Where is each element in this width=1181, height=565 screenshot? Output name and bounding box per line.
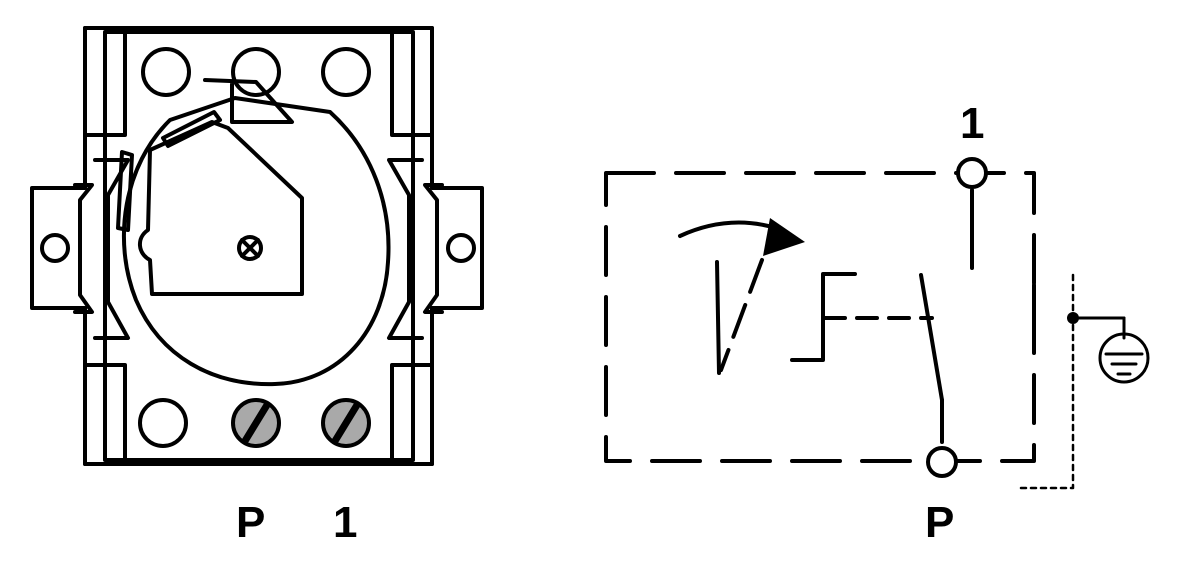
housing-label-p: P <box>236 498 265 547</box>
top-hole-center <box>231 47 281 97</box>
switch-contact-lever <box>919 273 944 402</box>
sensor-element-right <box>719 258 764 372</box>
housing-inner-frame <box>103 30 415 462</box>
schematic-terminal-1 <box>956 157 988 189</box>
arrow-head <box>763 218 805 256</box>
schematic-label-p: P <box>925 498 954 547</box>
schematic-terminal-p <box>926 446 958 478</box>
sensor-element-left <box>715 260 721 375</box>
arrow-icon <box>678 220 778 238</box>
terminal-screw-p <box>231 398 281 448</box>
crossed-circle-icon <box>237 235 263 261</box>
dial-body <box>121 96 391 387</box>
left-arm <box>116 150 134 232</box>
switch-housing-drawing <box>30 26 484 466</box>
terminal-screw-1 <box>321 398 371 448</box>
right-spring-clip-inner <box>423 183 444 314</box>
top-link <box>203 78 294 124</box>
housing-label-1: 1 <box>333 498 357 547</box>
right-mounting-hole <box>446 233 476 263</box>
ground-junction <box>1067 312 1079 324</box>
ground-wire <box>1014 273 1075 490</box>
switch-schematic <box>604 171 1126 490</box>
linkage-bracket <box>790 272 857 362</box>
top-hole-left <box>141 47 191 97</box>
top-hole-right <box>321 47 371 97</box>
schematic-label-1: 1 <box>960 99 984 148</box>
ground-symbol-icon <box>1098 332 1150 384</box>
left-mounting-hole <box>40 233 70 263</box>
cam-tab <box>161 110 222 148</box>
left-spring-clip-inner <box>73 183 94 314</box>
bottom-hole-left <box>138 398 188 448</box>
schematic-enclosure <box>604 171 1036 463</box>
right-spring-clip <box>387 158 424 340</box>
cam-plate <box>138 120 304 296</box>
